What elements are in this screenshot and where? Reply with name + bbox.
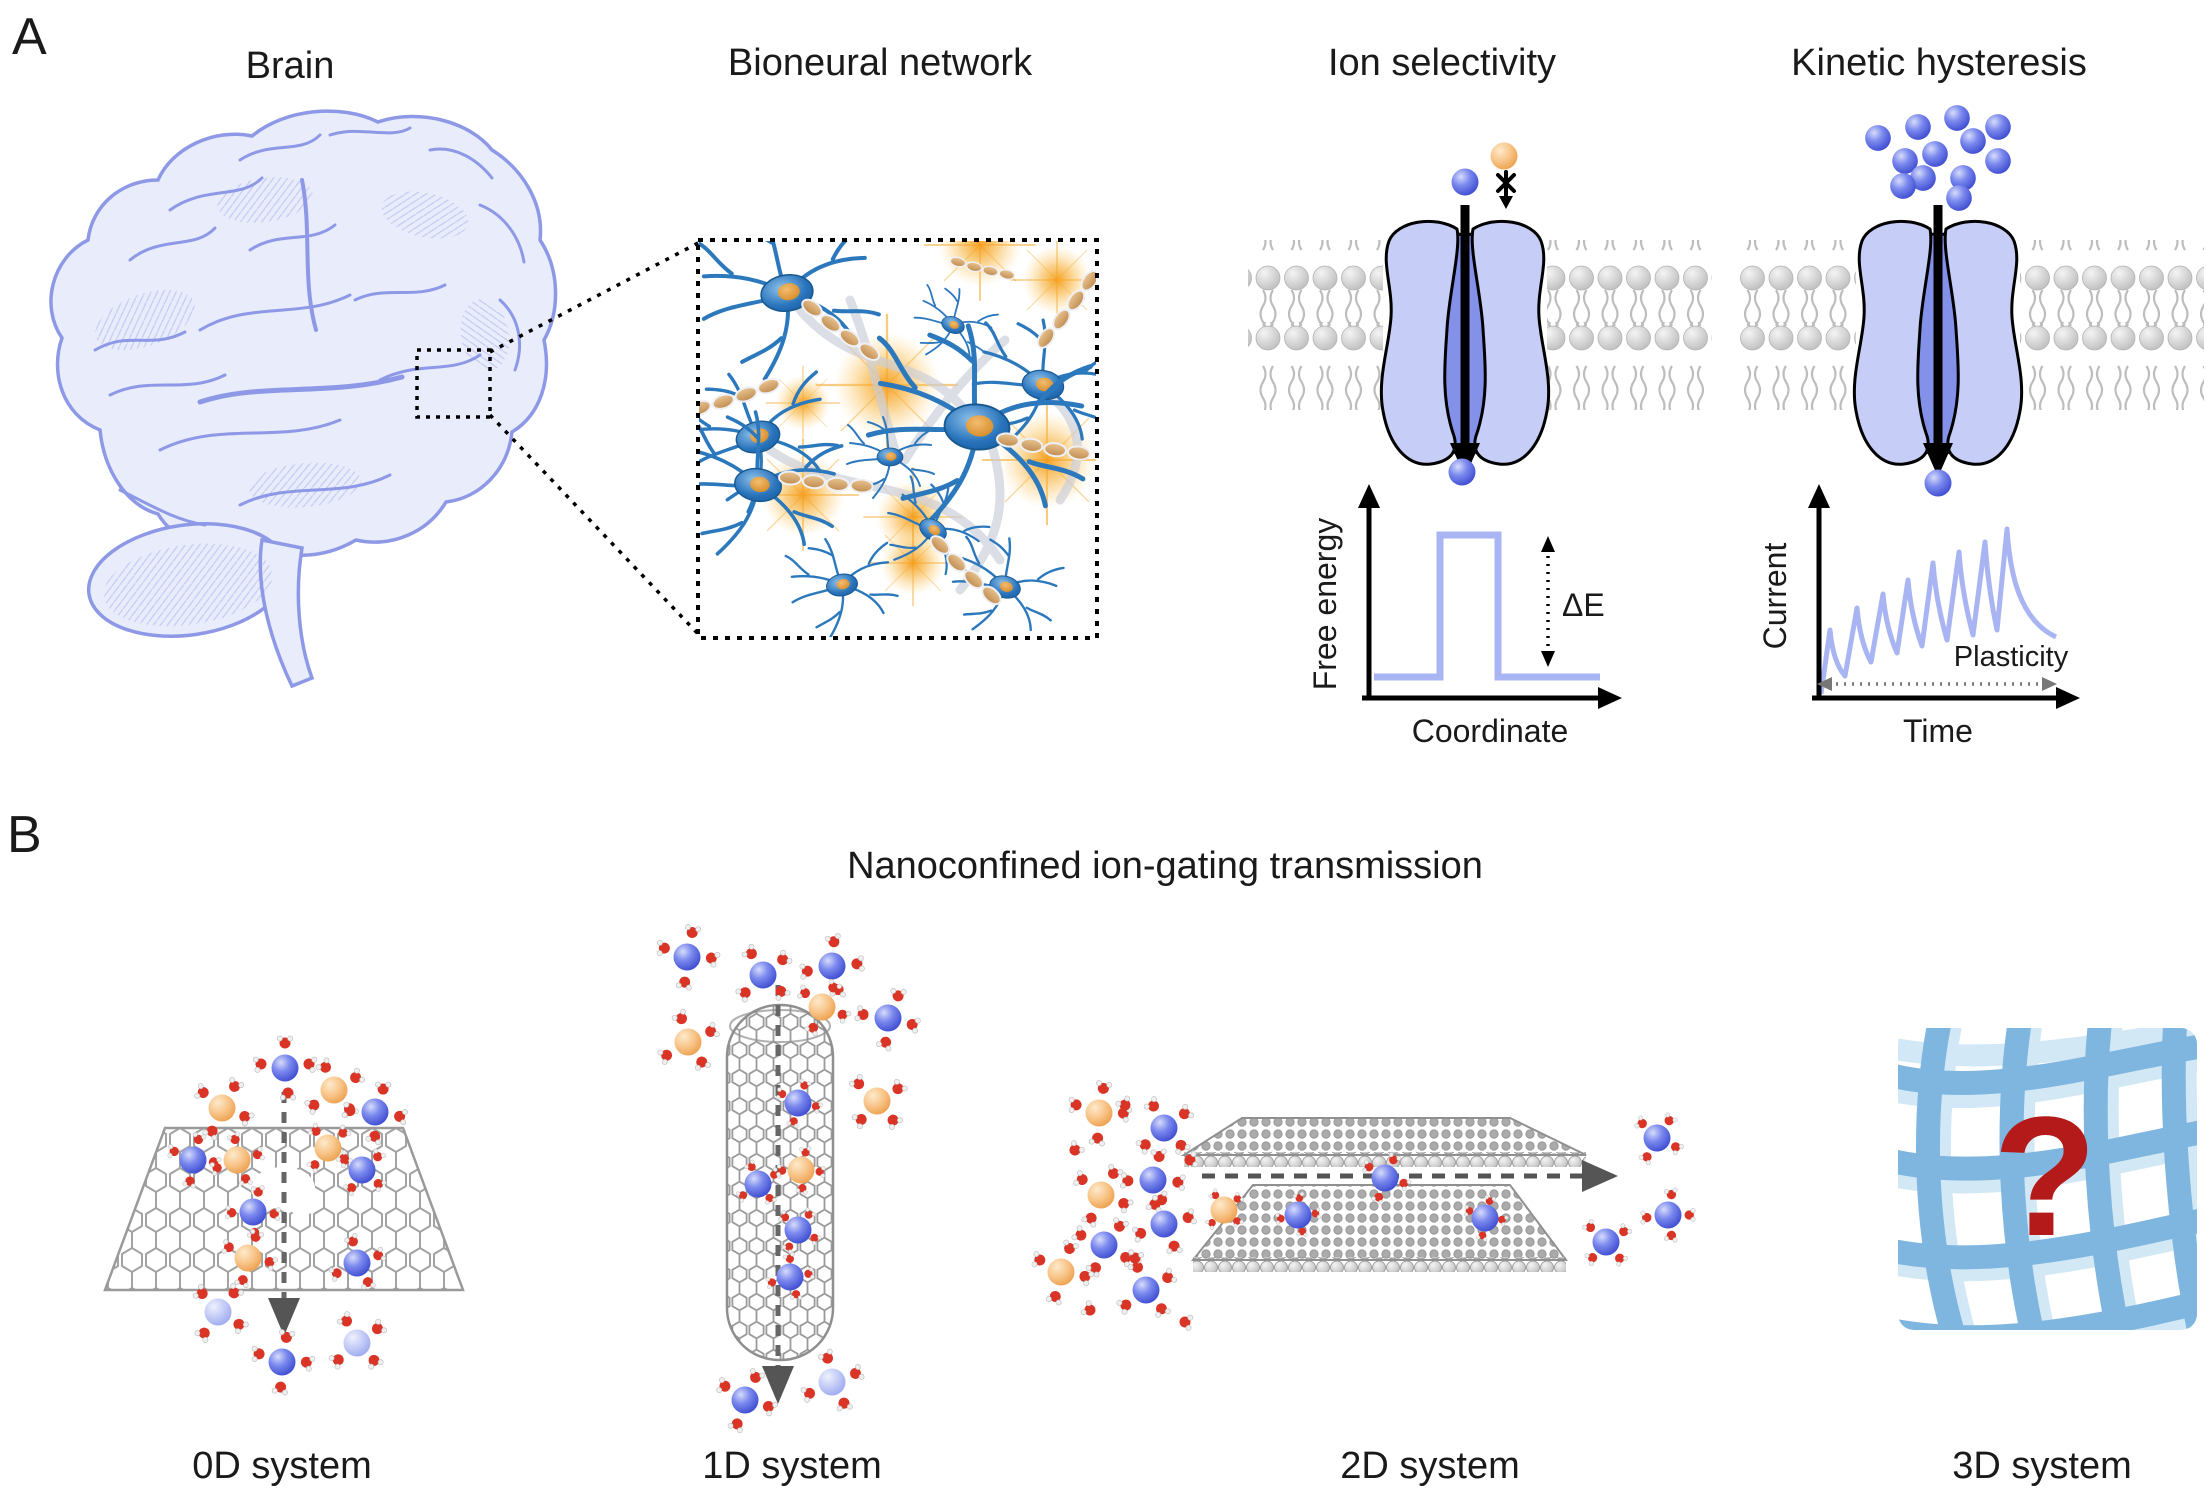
- current-spike-curve: [1818, 526, 2058, 695]
- network-inset-border: [696, 238, 1099, 640]
- woven-lattice: [1898, 1028, 2197, 1330]
- orange-ion: [1490, 142, 1518, 170]
- bioneural-network: Bioneural network: [696, 42, 1099, 640]
- system-1d-label: 1D system: [702, 1445, 881, 1487]
- system-0d-label: 0D system: [192, 1445, 371, 1487]
- ions-2d-right: [1567, 1100, 1695, 1281]
- system-3d-label: 3D system: [1952, 1445, 2131, 1487]
- blocked-arrow-icon: [1496, 170, 1516, 209]
- graphene-sheet-top: [1180, 1117, 1587, 1156]
- energy-barrier-curve: [1374, 531, 1600, 681]
- bioneural-network-title: Bioneural network: [728, 42, 1033, 84]
- brain-illustration: Brain: [49, 45, 702, 689]
- sheet-top-edge: [1184, 1152, 1586, 1167]
- blue-ion-passed-2: [1924, 469, 1952, 497]
- brain-title: Brain: [246, 45, 335, 87]
- question-mark: ?: [1993, 1082, 2097, 1272]
- ion-selectivity-panel: Ion selectivity ΔE Free ener: [1248, 42, 1712, 749]
- system-2d-label: 2D system: [1340, 1445, 1519, 1487]
- plasticity-label: Plasticity: [1954, 641, 2069, 673]
- blue-ion: [1451, 168, 1479, 196]
- inset-connector-bottom: [488, 413, 702, 638]
- panel-b-label: B: [7, 806, 42, 864]
- free-energy-axis-label: Free energy: [1307, 518, 1343, 691]
- blue-ion-passed: [1448, 458, 1476, 486]
- panel-a-label: A: [12, 8, 47, 66]
- panel-b-title: Nanoconfined ion-gating transmission: [847, 845, 1483, 887]
- current-axis-label: Current: [1757, 543, 1793, 650]
- system-0d: 0D system: [103, 1036, 465, 1487]
- system-2d: 2D system: [1020, 1076, 1696, 1487]
- system-3d: ? 3D system: [1898, 1028, 2197, 1487]
- neuron-network-art: [699, 241, 1096, 637]
- ion-selectivity-title: Ion selectivity: [1328, 42, 1556, 84]
- kinetic-hysteresis-panel: Kinetic hysteresis: [1740, 42, 2204, 749]
- free-energy-graph: ΔE Free energy Coordinate: [1307, 484, 1622, 749]
- coordinate-axis-label: Coordinate: [1412, 713, 1569, 749]
- system-1d: 1D system: [645, 919, 927, 1487]
- time-axis-label: Time: [1903, 713, 1973, 749]
- current-graph: Plasticity Current Time: [1757, 484, 2080, 749]
- delta-e-label: ΔE: [1562, 587, 1605, 623]
- kinetic-hysteresis-title: Kinetic hysteresis: [1791, 42, 2087, 84]
- sheet-bottom-edge: [1193, 1257, 1566, 1272]
- hydrated-ions-2d-left: [1020, 1076, 1209, 1334]
- ion-cluster: [1865, 105, 2011, 211]
